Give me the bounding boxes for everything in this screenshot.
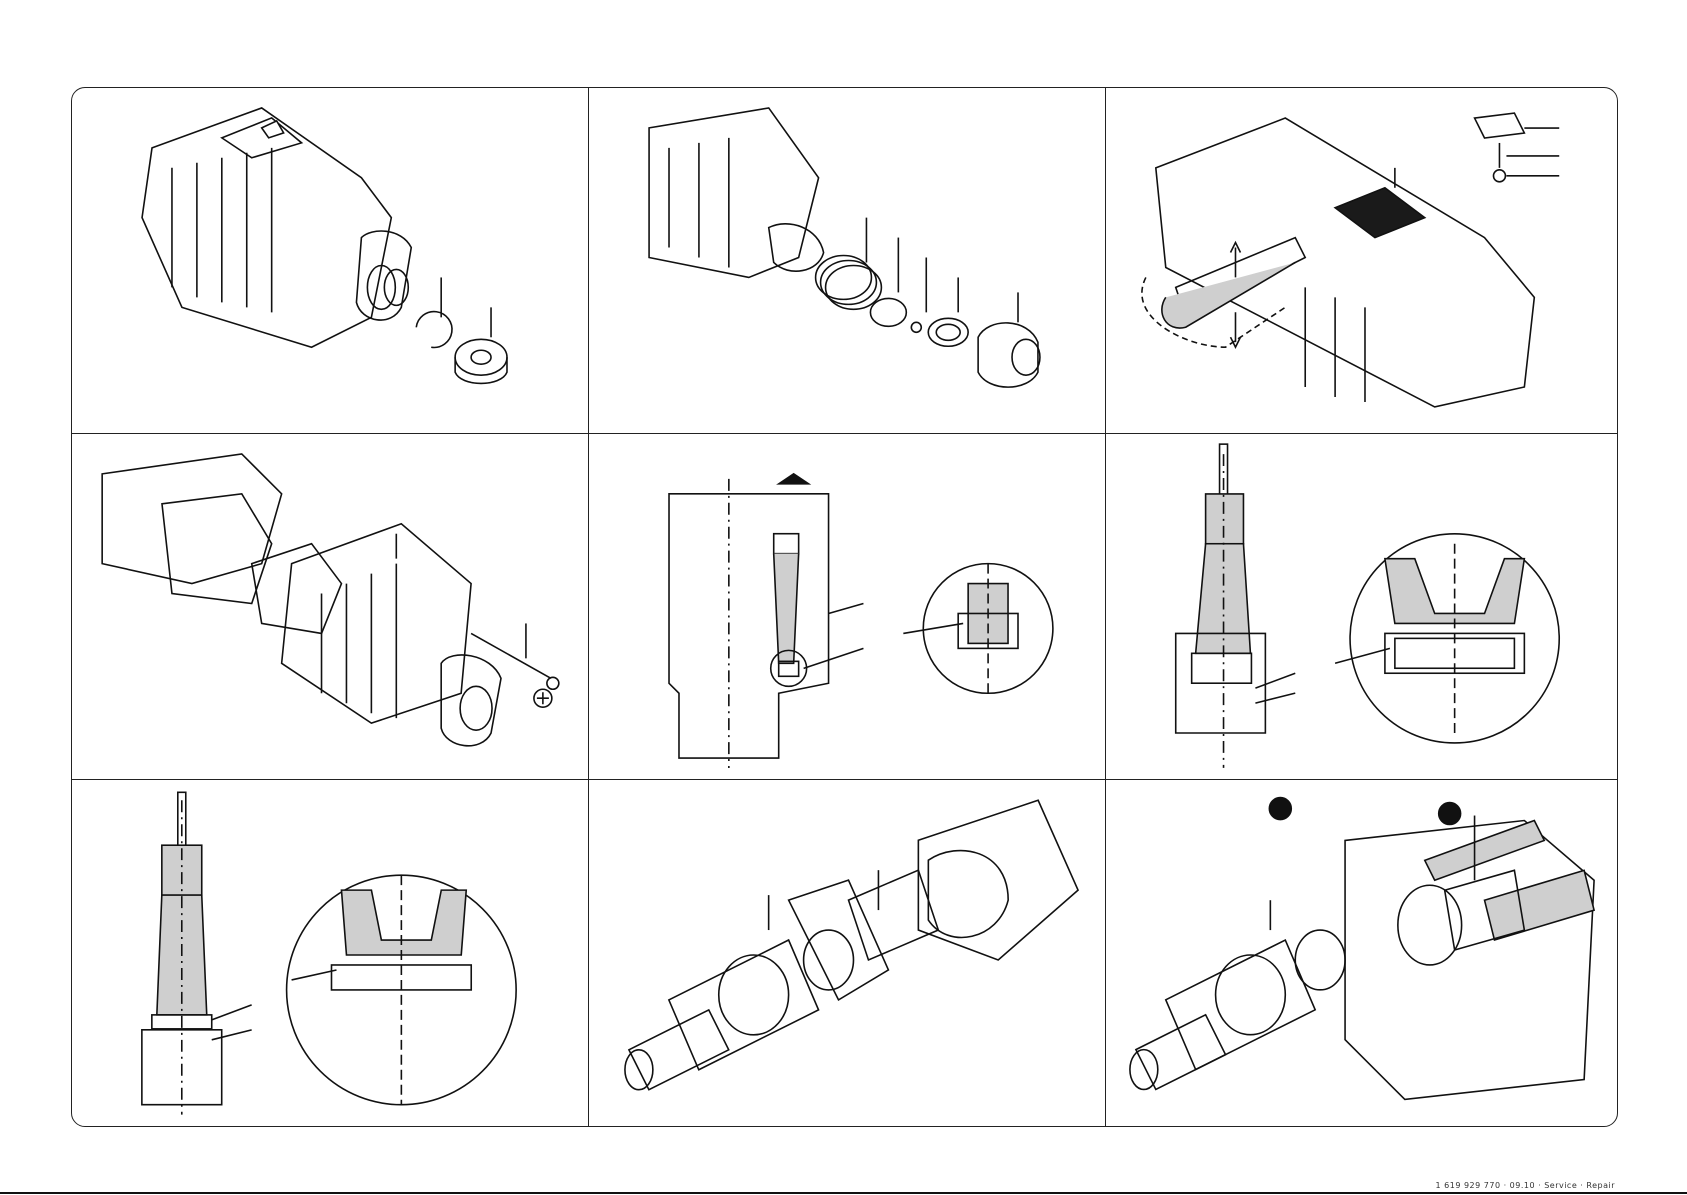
panel-lever-off-switch-cap <box>1106 88 1617 434</box>
marker-a-icon <box>1269 798 1291 820</box>
vice-clamp-illustration <box>1106 780 1617 1126</box>
panel-remove-circlip-and-nut <box>72 88 589 434</box>
press-in-bearing-illustration <box>1106 434 1617 779</box>
footer-rule <box>0 1192 1687 1194</box>
panel-press-in-bearing <box>1106 434 1617 780</box>
panel-press-in-seal <box>72 780 589 1126</box>
press-out-bearing-illustration <box>589 434 1105 779</box>
marker-b-icon <box>1439 803 1461 825</box>
housing-screws-illustration <box>72 434 588 779</box>
panel-unscrew-housing-screws <box>72 434 589 780</box>
panel-clamp-in-vice <box>1106 780 1617 1126</box>
footer-code: 1 619 929 770 · 09.10 · Service · Repair <box>1436 1181 1616 1190</box>
screwdriver-switch-illustration <box>1106 88 1617 433</box>
drill-front-spring-illustration <box>589 88 1105 433</box>
panel-insert-spindle-assembly <box>589 780 1106 1126</box>
drill-front-circlip-illustration <box>72 88 588 433</box>
press-in-seal-illustration <box>72 780 588 1126</box>
illustration-sheet <box>71 87 1618 1127</box>
panel-remove-spring-and-rings <box>589 88 1106 434</box>
panel-press-out-bearing <box>589 434 1106 780</box>
spindle-assembly-illustration <box>589 780 1105 1126</box>
